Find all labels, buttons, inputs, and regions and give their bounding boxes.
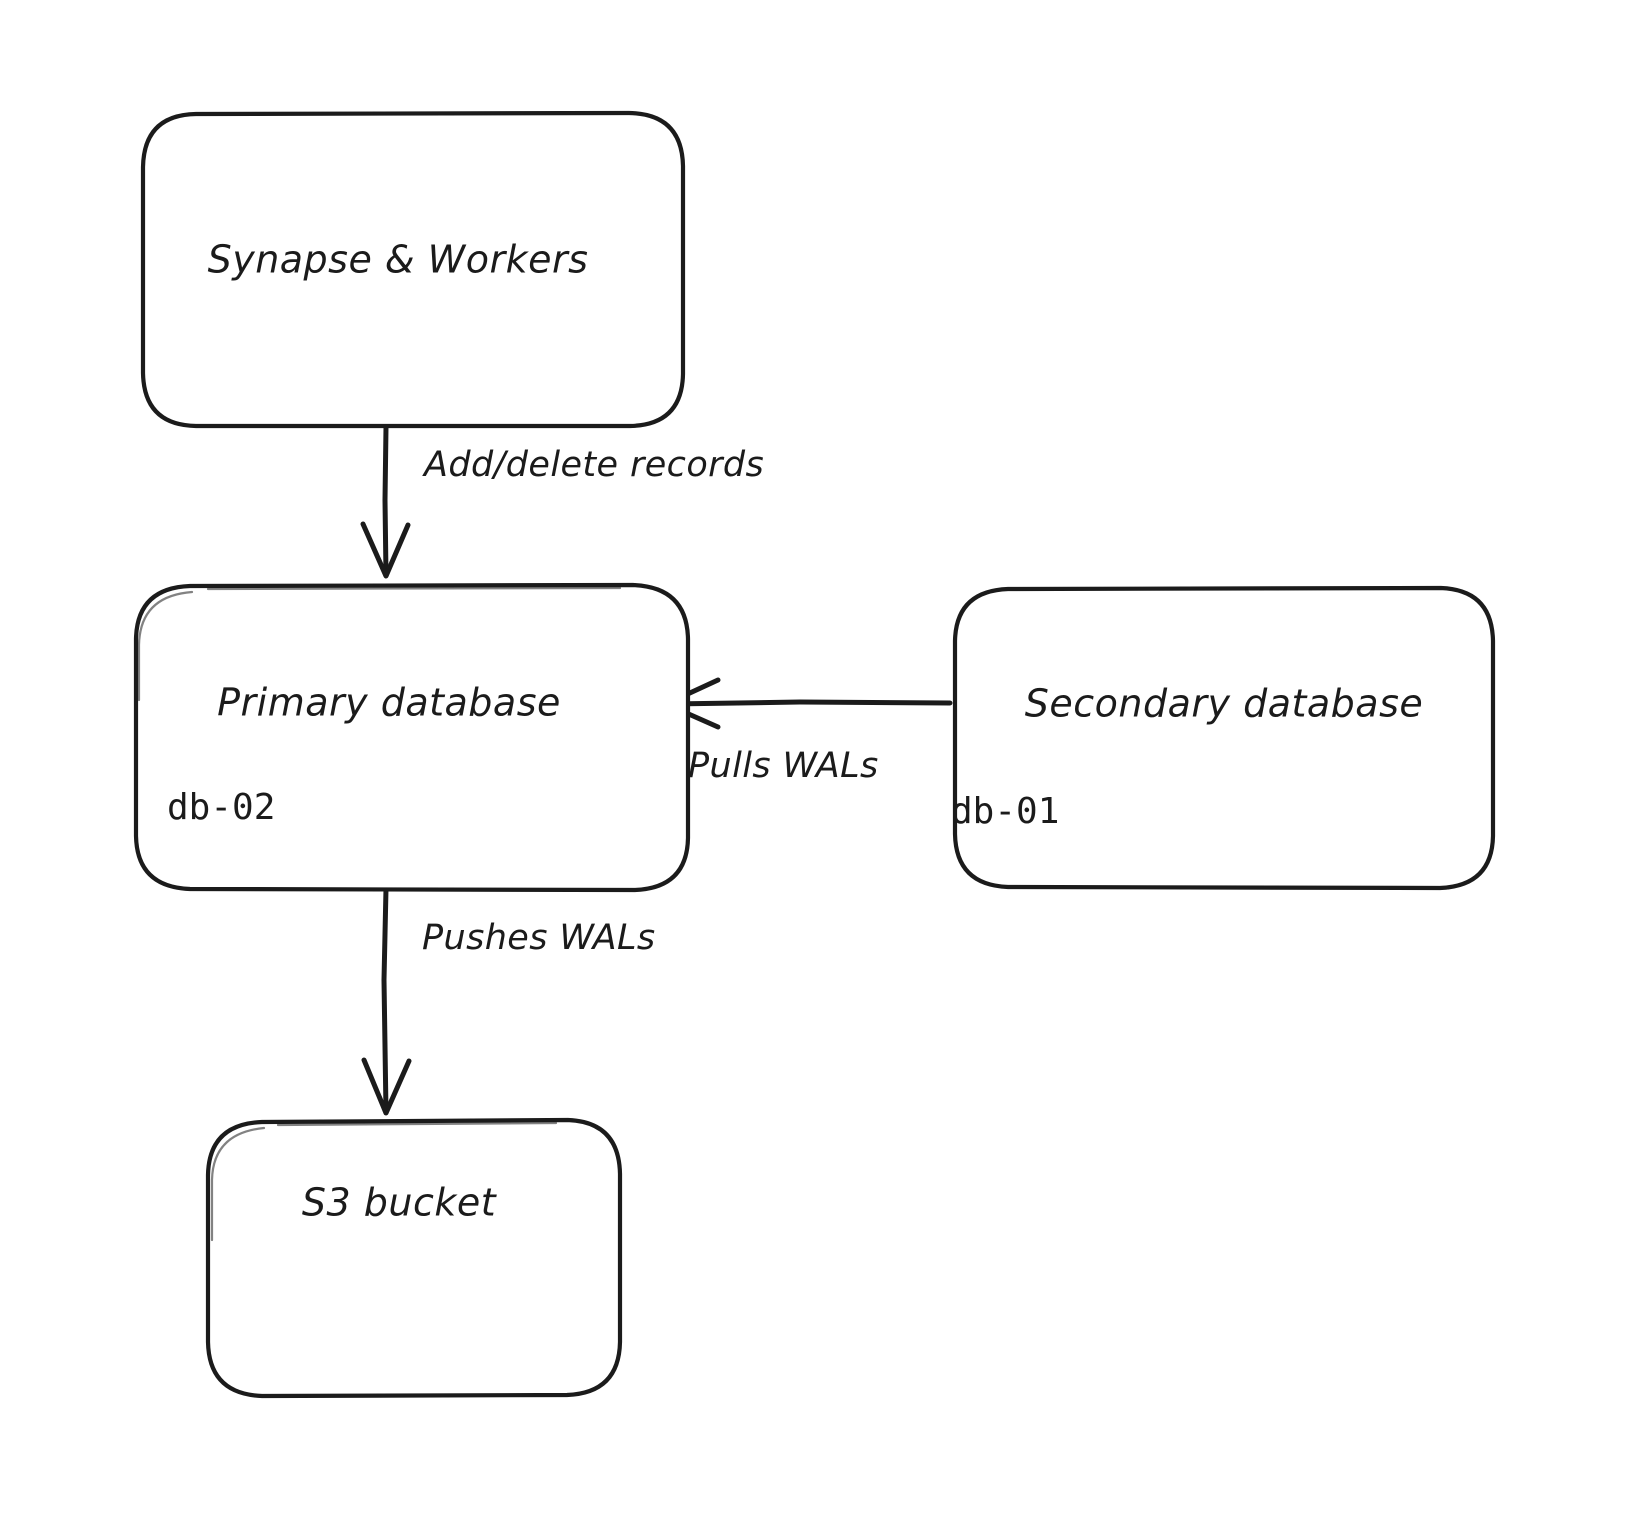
edge-label-add-delete-records: Add/delete records	[422, 445, 764, 485]
node-primary-database[interactable]: Primary database db-02	[133, 582, 691, 893]
node-subtitle: db-01	[951, 791, 1059, 832]
node-title: Synapse & Workers	[208, 238, 589, 282]
node-subtitle: db-02	[167, 787, 275, 828]
edge-label-pulls-wals: Pulls WALs	[688, 746, 879, 786]
edge-label-pushes-wals: Pushes WALs	[422, 918, 656, 958]
node-title: Primary database	[217, 681, 561, 725]
node-title: S3 bucket	[302, 1181, 498, 1225]
edge-synapse-to-primary[interactable]	[360, 424, 411, 579]
node-secondary-database[interactable]: Secondary database db-01	[951, 585, 1496, 891]
node-synapse-workers[interactable]: Synapse & Workers	[140, 110, 686, 429]
node-s3-bucket[interactable]: S3 bucket	[205, 1117, 623, 1399]
edge-secondary-to-primary[interactable]	[663, 677, 953, 730]
node-title: Secondary database	[1025, 682, 1424, 726]
